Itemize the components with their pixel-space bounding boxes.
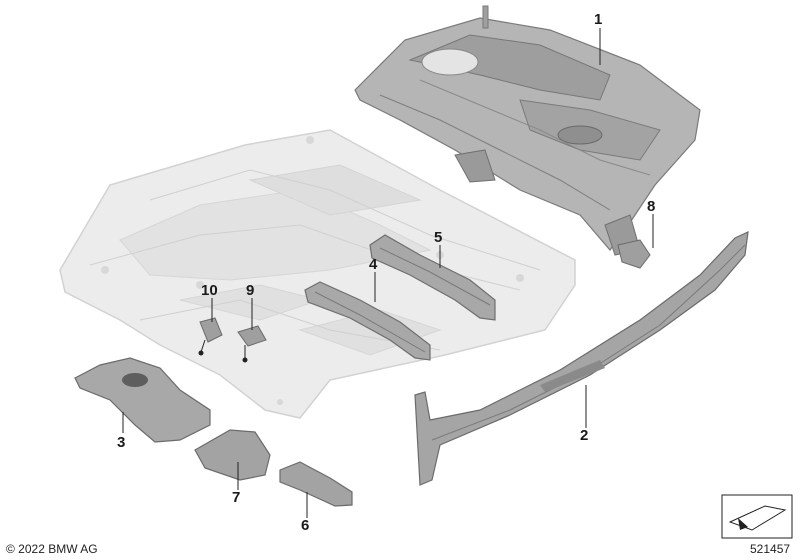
part-1-rear-floor xyxy=(354,5,701,256)
part-5-crossmember xyxy=(369,234,496,321)
callout-2: 2 xyxy=(580,427,589,444)
part-6-bracket xyxy=(279,461,353,507)
callout-10: 10 xyxy=(201,282,218,299)
part-9-bracket xyxy=(237,325,267,363)
callout-5: 5 xyxy=(434,229,443,246)
callout-3: 3 xyxy=(117,434,126,451)
floor-pan xyxy=(59,129,576,419)
callout-1: 1 xyxy=(594,11,603,28)
part-7-bracket xyxy=(194,429,271,481)
callout-7: 7 xyxy=(232,489,241,506)
part-8-bracket xyxy=(617,239,651,269)
leader-lines xyxy=(122,28,654,518)
callout-6: 6 xyxy=(301,517,310,534)
part-3-bracket xyxy=(74,357,211,443)
direction-arrow-icon xyxy=(721,494,793,539)
part-4-crossmember xyxy=(304,281,431,361)
part-2-sill xyxy=(414,230,749,486)
part-10-bracket xyxy=(198,317,223,356)
diagram-id: 521457 xyxy=(750,542,791,556)
callout-8: 8 xyxy=(647,198,656,215)
callout-4: 4 xyxy=(369,256,378,273)
copyright-text: © 2022 BMW AG xyxy=(6,542,98,556)
callout-9: 9 xyxy=(246,282,255,299)
